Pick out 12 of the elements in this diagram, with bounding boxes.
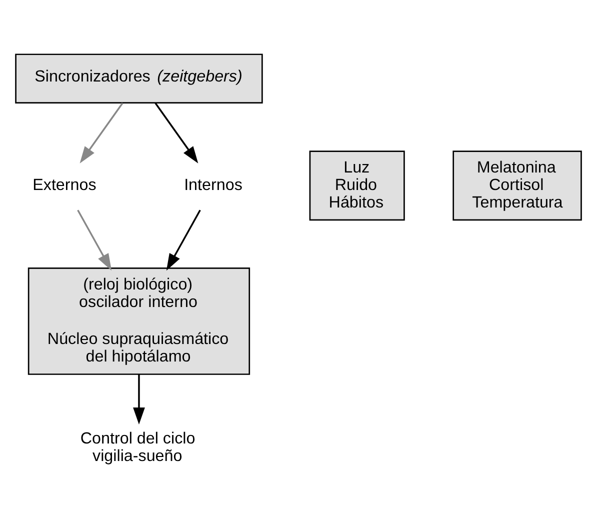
arrow xyxy=(77,210,112,271)
node-text: Control del ciclo vigilia-sueño xyxy=(80,429,196,465)
node-box: Luz Ruido Hábitos xyxy=(309,150,405,221)
node-box: (reloj biológico) oscilador interno Núcleo supraquiasmático del hipotálamo xyxy=(28,268,250,375)
node-box: Sincronizadores (zeitgebers) xyxy=(15,54,263,104)
arrow xyxy=(166,210,201,271)
arrow xyxy=(80,102,124,164)
arrow xyxy=(154,102,198,164)
node-text: Externos xyxy=(32,176,96,194)
node-box: Melatonina Cortisol Temperatura xyxy=(452,150,582,221)
arrow xyxy=(133,374,145,425)
node-text: Internos xyxy=(184,176,242,194)
